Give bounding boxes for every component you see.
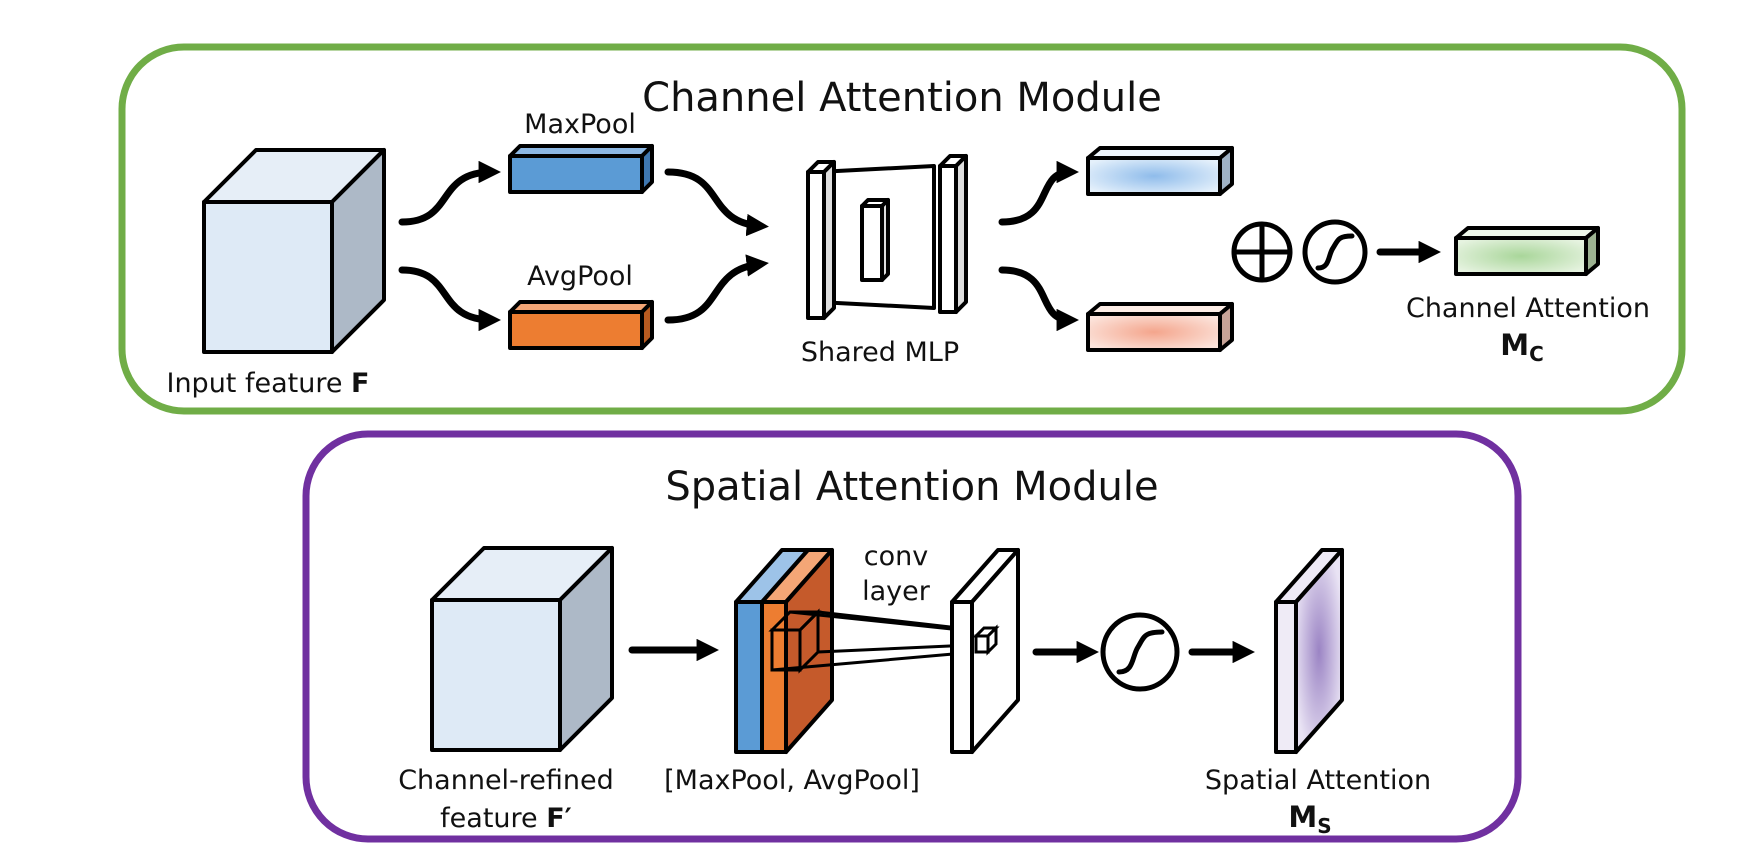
channel-refined-label-line1: Channel-refined	[398, 765, 614, 796]
channel-module-title: Channel Attention Module	[642, 75, 1162, 121]
arrow-avgpool-to-mlp	[664, 254, 769, 324]
input-feature-cube	[202, 148, 386, 354]
channel-refined-label-line2: feature F′	[440, 803, 572, 834]
channel-module-border	[118, 43, 1686, 415]
avgpool-mlp-output	[1086, 302, 1234, 352]
spatial-attention-module: Spatial Attention Module Channel-refined…	[302, 430, 1522, 843]
spatial-module-border	[302, 430, 1522, 843]
spatial-module-title: Spatial Attention Module	[665, 464, 1158, 510]
channel-attention-map	[1454, 226, 1600, 276]
conv-layer-label-line2: layer	[862, 576, 931, 607]
conv-output-cell	[972, 624, 1000, 656]
shared-mlp-label: Shared MLP	[801, 337, 959, 368]
shared-mlp	[806, 154, 968, 320]
conv-layer-label-line1: conv	[864, 541, 928, 572]
maxpool-vector	[508, 144, 654, 194]
arrow-mlp-to-avg-output	[998, 266, 1079, 332]
arrow-input-to-maxpool	[398, 160, 501, 226]
avgpool-vector	[508, 300, 654, 350]
channel-attention-symbol: MC	[1500, 328, 1544, 366]
pooled-maps-label: [MaxPool, AvgPool]	[664, 765, 920, 796]
element-wise-sum-icon	[1231, 221, 1293, 283]
arrow-mlp-to-max-output	[998, 160, 1079, 226]
spatial-attention-map	[1274, 548, 1344, 754]
spatial-attention-label: Spatial Attention	[1205, 765, 1431, 796]
conv-output-map	[950, 548, 1020, 754]
channel-attention-module: Channel Attention Module Input feature F…	[118, 43, 1686, 415]
input-feature-label: Input feature F	[166, 368, 369, 399]
channel-attention-label: Channel Attention	[1406, 293, 1650, 324]
maxpool-mlp-output	[1086, 146, 1234, 196]
arrow-maxpool-to-mlp	[664, 168, 769, 237]
arrow-input-to-avgpool	[398, 266, 501, 332]
channel-refined-feature-cube	[430, 546, 614, 752]
sigmoid-icon	[1100, 612, 1180, 692]
sigmoid-icon	[1302, 219, 1368, 285]
spatial-attention-symbol: MS	[1288, 800, 1331, 838]
avgpool-label: AvgPool	[527, 261, 633, 292]
maxpool-label: MaxPool	[524, 109, 636, 140]
